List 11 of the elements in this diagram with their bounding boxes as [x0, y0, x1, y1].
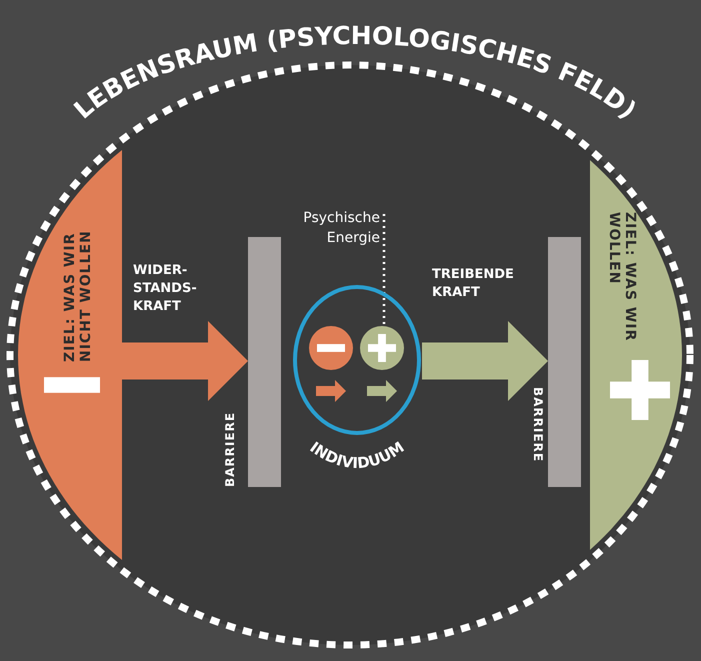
- leader-line: [382, 214, 386, 326]
- block-arrow: [422, 321, 548, 401]
- barrier-label: BARRIERE: [224, 410, 238, 487]
- barrier-label: BARRIERE: [530, 387, 544, 464]
- goal-band: [18, 152, 122, 559]
- plus-circle: [360, 326, 404, 370]
- minus-circle: [309, 326, 353, 370]
- annotation-text: Psychische Energie: [302, 209, 380, 248]
- goal-label: ZIEL: WAS WIR NICHT WOLLEN: [62, 229, 96, 362]
- goal-band: [590, 162, 682, 548]
- goal-label: ZIEL: WAS WIR WOLLEN: [604, 212, 638, 342]
